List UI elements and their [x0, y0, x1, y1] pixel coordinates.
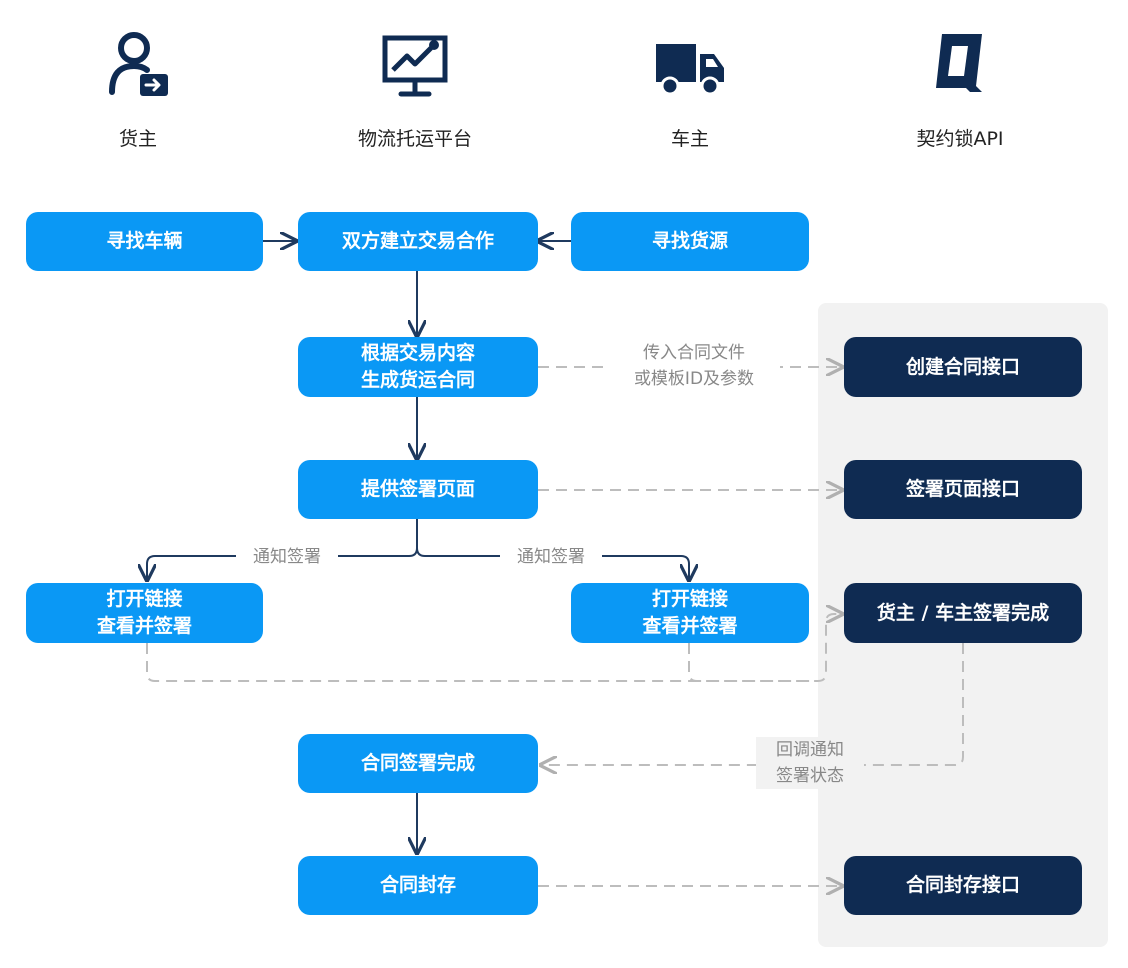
step-establish-cooperation: 双方建立交易合作	[298, 212, 538, 271]
step-find-cargo: 寻找货源	[571, 212, 809, 271]
step-shipper-open-and-sign: 打开链接 查看并签署	[26, 583, 263, 643]
actor-shipper-label: 货主	[118, 128, 157, 150]
step-contract-archive-label: 合同封存	[379, 874, 456, 896]
edge-label-callback-line2: 签署状态	[776, 766, 844, 786]
edge-signpage-to-carrier	[416, 547, 689, 580]
step-generate-contract: 根据交易内容 生成货运合同	[298, 337, 538, 397]
step-contract-signed: 合同签署完成	[298, 734, 538, 793]
api-signing-done: 货主 / 车主签署完成	[844, 583, 1082, 643]
step-provide-sign-page: 提供签署页面	[298, 460, 538, 519]
edge-label-notify-left: 通知签署	[236, 544, 338, 570]
edge-label-notify-right-text: 通知签署	[517, 547, 585, 567]
api-signing-done-label: 货主 / 车主签署完成	[876, 601, 1050, 624]
step-shipper-open-line1: 打开链接	[106, 588, 183, 610]
step-shipper-open-line2: 查看并签署	[96, 615, 192, 637]
api-create-contract: 创建合同接口	[844, 337, 1082, 397]
actor-platform-label: 物流托运平台	[357, 128, 472, 150]
actor-api: 契约锁API	[870, 30, 1050, 151]
step-carrier-open-line1: 打开链接	[651, 588, 728, 610]
api-archive-label: 合同封存接口	[905, 874, 1020, 896]
actor-shipper: 货主	[48, 30, 228, 151]
edge-label-pass-file-line2: 或模板ID及参数	[633, 369, 755, 389]
step-establish-cooperation-label: 双方建立交易合作	[341, 230, 494, 252]
edge-done-callback	[541, 643, 964, 765]
api-create-contract-label: 创建合同接口	[905, 355, 1020, 378]
step-carrier-open-line2: 查看并签署	[642, 615, 738, 637]
edge-carrier-to-done	[688, 643, 818, 682]
step-generate-contract-line1: 根据交易内容	[360, 342, 475, 364]
step-provide-sign-page-label: 提供签署页面	[360, 478, 475, 500]
api-sign-page-label: 签署页面接口	[905, 478, 1020, 500]
monitor-chart-icon	[382, 35, 448, 97]
qiyuesuo-logo-icon	[936, 34, 982, 92]
step-find-vehicle: 寻找车辆	[26, 212, 263, 271]
edge-label-notify-right: 通知签署	[500, 544, 602, 570]
edge-label-pass-file-line1: 传入合同文件	[643, 343, 745, 363]
step-find-vehicle-label: 寻找车辆	[106, 230, 183, 252]
step-carrier-open-and-sign: 打开链接 查看并签署	[571, 583, 809, 643]
edge-label-callback-line1: 回调通知	[776, 740, 844, 760]
edge-shipper-to-done	[146, 614, 842, 682]
step-contract-archive: 合同封存	[298, 856, 538, 915]
edge-label-notify-left-text: 通知签署	[253, 547, 321, 567]
step-contract-signed-label: 合同签署完成	[360, 752, 475, 774]
edge-label-callback: 回调通知 签署状态	[756, 737, 864, 789]
api-archive: 合同封存接口	[844, 856, 1082, 915]
truck-icon	[656, 44, 724, 96]
api-sign-page: 签署页面接口	[844, 460, 1082, 519]
step-find-cargo-label: 寻找货源	[651, 230, 728, 252]
actor-carrier: 车主	[600, 30, 780, 151]
user-arrow-icon	[109, 32, 168, 96]
step-generate-contract-line2: 生成货运合同	[360, 369, 475, 391]
actor-carrier-label: 车主	[670, 128, 709, 150]
actor-api-label: 契约锁API	[916, 128, 1004, 150]
actor-platform: 物流托运平台	[325, 30, 505, 151]
edge-label-pass-file: 传入合同文件 或模板ID及参数	[608, 340, 780, 392]
